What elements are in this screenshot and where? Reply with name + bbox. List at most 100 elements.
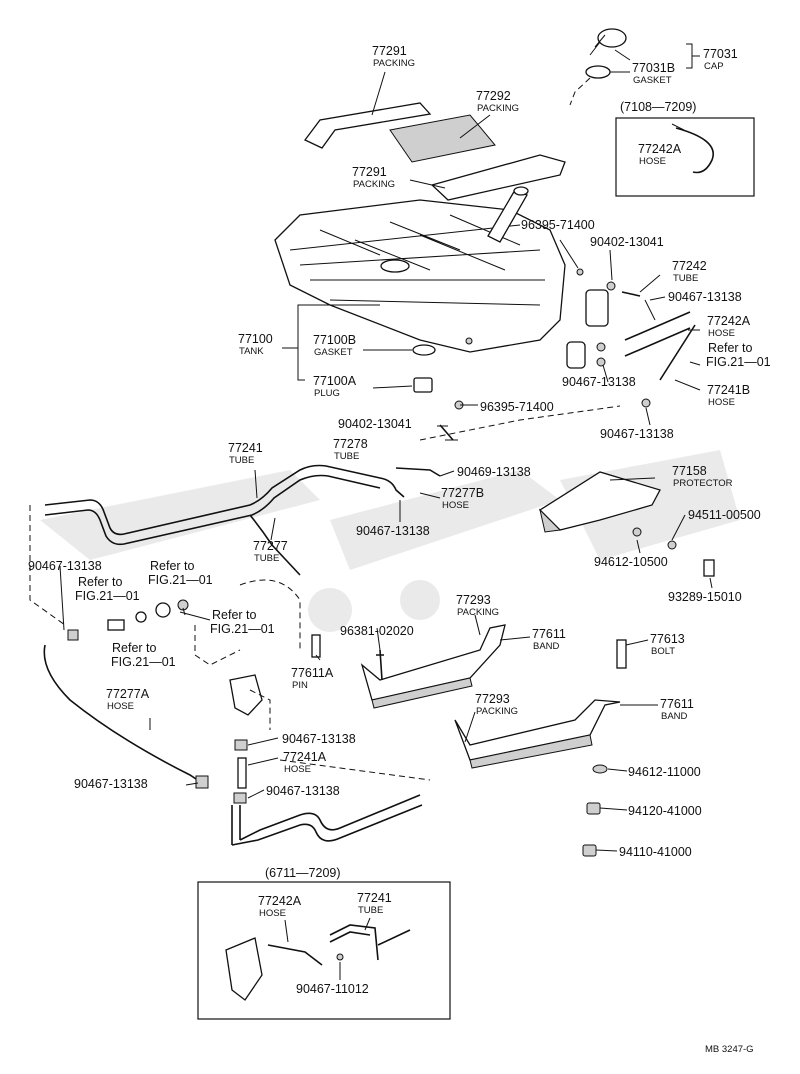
part-number: 90402-13041 [338,417,412,431]
callout-p90467e: 90467-13138 [28,559,102,573]
part-number: 77100B [313,333,356,347]
callout-p96381: 96381-02020 [340,624,414,638]
cap-gasket [569,65,611,106]
part-number: 77241A [283,750,327,764]
callout-p90467b: 90467-13138 [562,375,636,389]
part-number: 90402-13041 [590,235,664,249]
packing-strip-upper [304,102,432,149]
callout-p96395a: 96395-71400 [521,218,595,232]
callout-p90467c: 90467-13138 [600,427,674,441]
packing-pad [389,114,496,163]
tube-77242 [621,291,641,297]
callout-p94110: 94110-41000 [619,845,692,859]
part-number: 77241 [228,441,263,455]
callout-p94120: 94120-41000 [628,804,702,818]
part-name: HOSE [708,328,735,339]
callout-p93289: 93289-15010 [668,590,742,604]
return-tube [231,794,423,846]
part-name: TUBE [254,553,279,564]
part-name: PACKING [476,706,518,717]
hose-in-inset [675,127,714,174]
protector [538,471,661,533]
packing-strip-lower [430,154,566,201]
part-number: 77241B [707,383,750,397]
part-name: TUBE [229,455,254,466]
band-front [360,624,506,709]
part-number: 77031 [703,47,738,61]
band-rear [454,699,621,769]
part-number: 94612-10500 [594,555,668,569]
part-number: 77611 [660,697,694,711]
part-number: 90467-13138 [28,559,102,573]
ref-note-line1: Refer to [708,341,753,355]
drain-plug [413,377,433,393]
part-number: 77242A [258,894,302,908]
ref-note-line2: FIG.21—01 [706,355,771,369]
callout-p90467g: 90467-13138 [266,784,340,798]
ref-note-line2: FIG.21—01 [111,655,176,669]
part-name: HOSE [284,764,311,775]
ref-note: Refer to FIG.21—01 [75,575,140,603]
part-name: PIN [292,680,308,691]
small-clamps [454,268,651,410]
inset-top [615,117,755,197]
part-number: 77291 [372,44,407,58]
callout-p94511: 94511-00500 [688,508,761,522]
callout-p90467f: 90467-13138 [282,732,356,746]
part-number: 77100 [238,332,273,346]
part-number: 90467-13138 [282,732,356,746]
part-number: 96395-71400 [480,400,554,414]
part-name: GASKET [633,75,672,86]
part-number: 77611 [532,627,566,641]
part-number: 77158 [672,464,707,478]
fuel-lines [44,405,621,576]
inset-bottom [197,881,451,1020]
callout-p90402b: 90402-13041 [338,417,412,431]
part-name: TUBE [673,273,698,284]
band-pin-77611a [311,634,321,658]
part-name: BOLT [651,646,675,657]
callout-labels: 77291PACKING77292PACKING77291PACKING7703… [28,44,761,996]
part-number: 90467-13138 [356,524,430,538]
inset-top-range: (7108—7209) [620,100,696,114]
ref-note-line1: Refer to [212,608,257,622]
part-name: HOSE [639,156,666,167]
part-number: 90467-13138 [562,375,636,389]
ref-note: Refer to FIG.21—01 [111,641,176,669]
fuel-cap [589,28,627,56]
figure-code: MB 3247-G [705,1044,754,1055]
part-number: 93289-15010 [668,590,742,604]
part-number: 94110-41000 [619,845,692,859]
part-name: HOSE [259,908,286,919]
part-name: HOSE [442,500,469,511]
left-fittings [29,505,209,789]
part-number: 77611A [291,666,334,680]
part-number: 77292 [476,89,511,103]
inset-bottom-range: (6711—7209) [265,866,341,880]
sender-unit [194,579,431,845]
callout-p96395b: 96395-71400 [480,400,554,414]
watermark-logo [40,450,740,632]
part-number: 77242A [638,142,682,156]
part-name: BAND [661,711,688,722]
part-number: 77242 [672,259,707,273]
protector-bolts [632,527,715,577]
part-name: PACKING [373,58,415,69]
